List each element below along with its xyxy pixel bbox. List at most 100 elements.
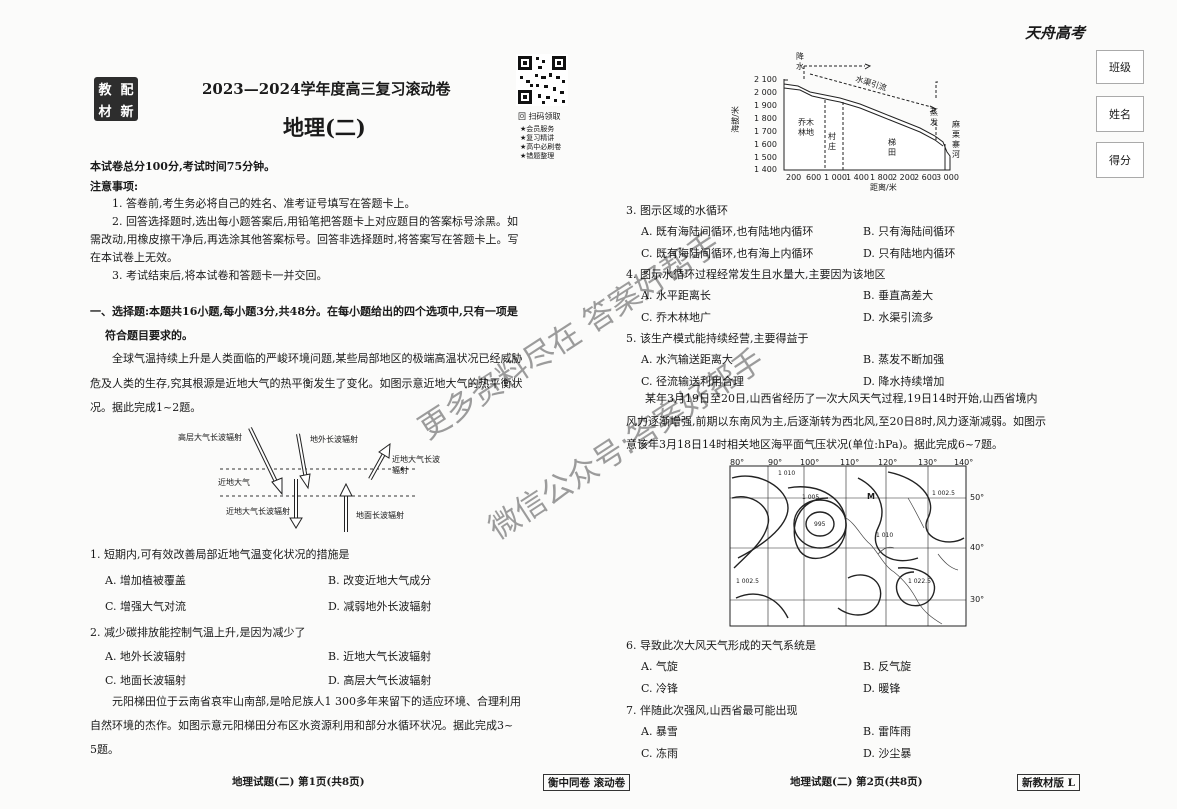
- name-field[interactable]: 姓名: [1096, 96, 1144, 132]
- diagram-label: 高层大气长波辐射: [178, 433, 242, 442]
- section-heading-cont: 符合题目要求的。: [105, 329, 193, 342]
- q2-option-d[interactable]: D. 高层大气长波辐射: [328, 674, 432, 687]
- lon-label: 110°: [840, 458, 860, 467]
- xtick: 2 600: [914, 173, 937, 182]
- lon-label: 120°: [878, 458, 898, 467]
- q5-option-a[interactable]: A. 水汽输送距离大: [641, 353, 733, 366]
- q4-option-c[interactable]: C. 乔木林地广: [641, 311, 712, 324]
- question-3: 3. 图示区域的水循环: [626, 204, 728, 217]
- q6-option-b[interactable]: B. 反气旋: [863, 660, 912, 673]
- q3-option-a[interactable]: A. 既有海陆间循环,也有陆地内循环: [641, 225, 814, 238]
- q7-option-a[interactable]: A. 暴雪: [641, 725, 678, 738]
- question-5: 5. 该生产模式能持续经营,主要得益于: [626, 332, 809, 345]
- footer-center: 衡中同卷 滚动卷: [543, 774, 631, 791]
- section-heading: 一、选择题:本题共16小题,每小题3分,共48分。在每小题给出的四个选项中,只有…: [90, 305, 518, 318]
- xtick: 600: [806, 173, 822, 182]
- lon-label: 100°: [800, 458, 820, 467]
- isobar-value: 1 002.5: [736, 578, 759, 585]
- map-marker: M: [867, 492, 875, 501]
- isobar-value: 1 010: [876, 532, 894, 539]
- isobar-value: 1 022.5: [908, 578, 931, 585]
- score-field[interactable]: 得分: [1096, 142, 1144, 178]
- q1-option-d[interactable]: D. 减弱地外长波辐射: [328, 600, 432, 613]
- class-field[interactable]: 班级: [1096, 50, 1144, 84]
- q6-option-a[interactable]: A. 气旋: [641, 660, 678, 673]
- q7-option-d[interactable]: D. 沙尘暴: [863, 747, 912, 760]
- qr-item: ★复习精讲: [520, 134, 555, 142]
- ytick: 1 500: [754, 153, 777, 162]
- brand-logo: 天舟高考: [1025, 24, 1086, 42]
- ytick: 2 000: [754, 88, 777, 97]
- logo-char: 材: [98, 104, 112, 120]
- lon-label: 130°: [918, 458, 938, 467]
- q7-option-c[interactable]: C. 冻雨: [641, 747, 679, 760]
- material-line: 5题。: [90, 743, 119, 756]
- isobar-value: 995: [814, 521, 826, 528]
- material-line: 元阳梯田位于云南省哀牢山南部,是哈尼族人1 300多年来留下的适应环境、合理利用: [112, 695, 521, 708]
- q3-option-b[interactable]: B. 只有海陆间循环: [863, 225, 956, 238]
- xtick: 1 000: [824, 173, 847, 182]
- lon-label: 140°: [954, 458, 974, 467]
- lon-label: 80°: [730, 458, 745, 467]
- question-4: 4. 图示水循环过程经常发生且水量大,主要因为该地区: [626, 268, 886, 281]
- q2-option-b[interactable]: B. 近地大气长波辐射: [328, 650, 432, 663]
- q5-option-c[interactable]: C. 径流输送利用合理: [641, 375, 745, 388]
- ytick: 1 400: [754, 165, 777, 174]
- note-line: 需改动,用橡皮擦干净后,再选涂其他答案标号。回答非选择题时,将答案写在答题卡上。…: [90, 233, 519, 246]
- chart-xlabel: 距离/米: [870, 183, 897, 192]
- ytick: 1 900: [754, 101, 777, 110]
- q5-option-b[interactable]: B. 蒸发不断加强: [863, 353, 945, 366]
- q7-option-b[interactable]: B. 雷阵雨: [863, 725, 912, 738]
- zone-label: 梯田: [888, 138, 896, 157]
- zone-label: 村庄: [828, 132, 836, 151]
- ytick: 1 800: [754, 114, 777, 123]
- diagram-label: 近地大气: [218, 478, 250, 487]
- logo-char: 教: [98, 82, 112, 98]
- material-line: 意该年3月18日14时相关地区海平面气压状况(单位:hPa)。据此完成6~7题。: [626, 438, 1004, 451]
- xtick: 3 000: [936, 173, 959, 182]
- chart-ylabel: 海拔/米: [730, 106, 740, 133]
- isobar-value: 1 010: [778, 470, 796, 477]
- score-line: 本试卷总分100分,考试时间75分钟。: [90, 160, 276, 173]
- lat-label: 50°: [970, 493, 985, 502]
- ytick: 2 100: [754, 75, 777, 84]
- diagram-label: 近地大气长波辐射: [226, 507, 290, 516]
- material-line: 自然环境的杰作。如图示意元阳梯田分布区水资源利用和部分水循环状况。据此完成3~: [90, 719, 514, 732]
- lat-label: 40°: [970, 543, 985, 552]
- q2-option-c[interactable]: C. 地面长波辐射: [105, 674, 187, 687]
- material-line: 风力逐渐增强,前期以东南风为主,后逐渐转为西北风,至20日8时,风力逐渐减弱。如…: [626, 415, 1046, 428]
- material-line: 某年3月19日至20日,山西省经历了一次大风天气过程,19日14时开始,山西省境…: [645, 392, 1038, 405]
- q4-option-d[interactable]: D. 水渠引流多: [863, 311, 934, 324]
- q4-option-a[interactable]: A. 水平距离长: [641, 289, 711, 302]
- q6-option-c[interactable]: C. 冷锋: [641, 682, 679, 695]
- qr-item: ★错题整理: [520, 152, 555, 160]
- exam-title: 2023—2024学年度高三复习滚动卷: [202, 80, 451, 98]
- note-line: 在本试卷上无效。: [90, 251, 178, 264]
- arrow-label: 蒸发: [930, 108, 938, 127]
- q5-option-d[interactable]: D. 降水持续增加: [863, 375, 945, 388]
- question-1: 1. 短期内,可有效改善局部近地气温变化状况的措施是: [90, 548, 350, 561]
- q3-option-c[interactable]: C. 既有海陆间循环,也有海上内循环: [641, 247, 814, 260]
- q3-option-d[interactable]: D. 只有陆地内循环: [863, 247, 956, 260]
- isobar-map: 80° 90° 100° 110° 120° 130° 140° 50° 40°…: [728, 458, 988, 628]
- ytick: 1 700: [754, 127, 777, 136]
- isobar-value: 1 005: [802, 494, 820, 501]
- qr-caption: 回 扫码领取: [518, 112, 561, 121]
- material-line: 危及人类的生存,究其根源是近地大气的热平衡发生了变化。如图示意近地大气的热平衡状: [90, 377, 523, 390]
- lon-label: 90°: [768, 458, 783, 467]
- logo-char: 配: [120, 82, 134, 98]
- zone-label: 乔木林地: [798, 118, 814, 137]
- diagram-label: 地面长波辐射: [356, 511, 404, 520]
- note-line: 2. 回答选择题时,选出每小题答案后,用铅笔把答题卡上对应题目的答案标号涂黑。如: [112, 215, 518, 228]
- question-7: 7. 伴随此次强风,山西省最可能出现: [626, 704, 798, 717]
- question-2: 2. 减少碳排放能控制气温上升,是因为减少了: [90, 626, 306, 639]
- isobar-value: 1 002.5: [932, 490, 955, 497]
- q1-option-b[interactable]: B. 改变近地大气成分: [328, 574, 432, 587]
- q1-option-c[interactable]: C. 增强大气对流: [105, 600, 187, 613]
- q4-option-b[interactable]: B. 垂直高差大: [863, 289, 934, 302]
- ytick: 1 600: [754, 140, 777, 149]
- q2-option-a[interactable]: A. 地外长波辐射: [105, 650, 186, 663]
- q6-option-d[interactable]: D. 暖锋: [863, 682, 901, 695]
- textbook-logo: 教 配 材 新: [94, 77, 138, 121]
- q1-option-a[interactable]: A. 增加植被覆盖: [105, 574, 186, 587]
